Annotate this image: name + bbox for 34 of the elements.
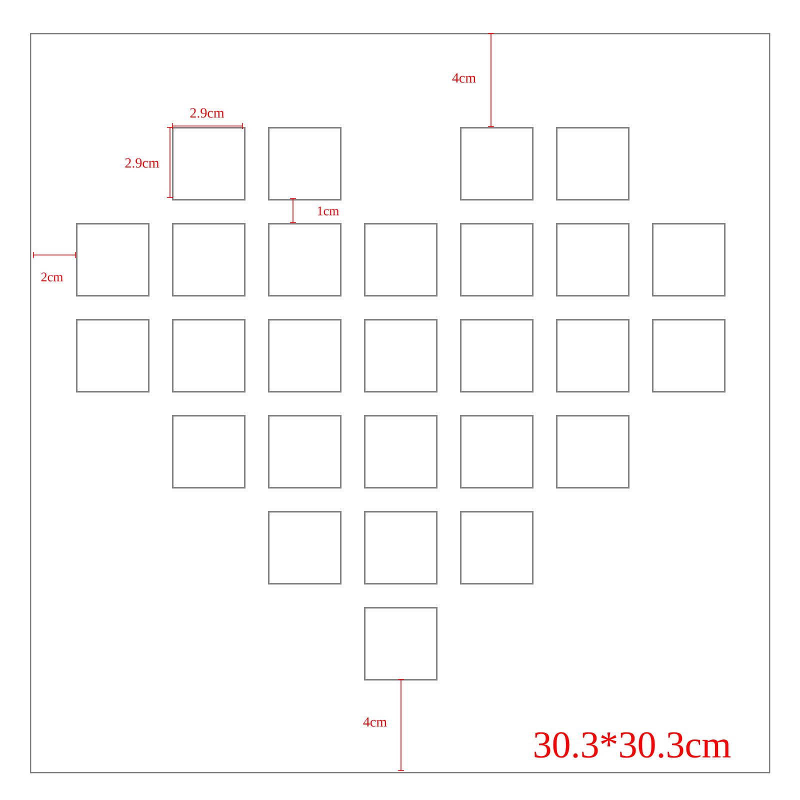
square-cutout (556, 415, 630, 488)
square-cutout (556, 223, 630, 296)
dimension-label: 2.9cm (125, 158, 160, 168)
square-cutout (460, 223, 534, 296)
square-cutout (268, 127, 342, 200)
square-cutout (460, 511, 534, 584)
square-cutout (76, 223, 150, 296)
square-cutout (652, 223, 726, 296)
square-cutout (172, 319, 246, 392)
square-cutout (268, 511, 342, 584)
dimension-label: 4cm (452, 73, 476, 83)
square-cutout (172, 415, 246, 488)
square-cutout (460, 415, 534, 488)
board-outline (30, 33, 770, 774)
square-cutout (268, 415, 342, 488)
dimension-label: 1cm (318, 206, 339, 216)
square-cutout (460, 127, 534, 200)
square-cutout (364, 415, 438, 488)
dimension-label: 4cm (363, 717, 387, 727)
square-cutout (364, 607, 438, 680)
square-cutout (268, 319, 342, 392)
square-cutout (364, 319, 438, 392)
size-label: 30.3*30.3cm (534, 732, 731, 758)
square-cutout (268, 223, 342, 296)
square-cutout (556, 127, 630, 200)
square-cutout (76, 319, 150, 392)
dimension-label: 2cm (41, 272, 63, 282)
square-cutout (172, 127, 246, 200)
square-cutout (364, 223, 438, 296)
square-cutout (652, 319, 726, 392)
square-cutout (172, 223, 246, 296)
square-cutout (364, 511, 438, 584)
square-cutout (460, 319, 534, 392)
square-cutout (556, 319, 630, 392)
